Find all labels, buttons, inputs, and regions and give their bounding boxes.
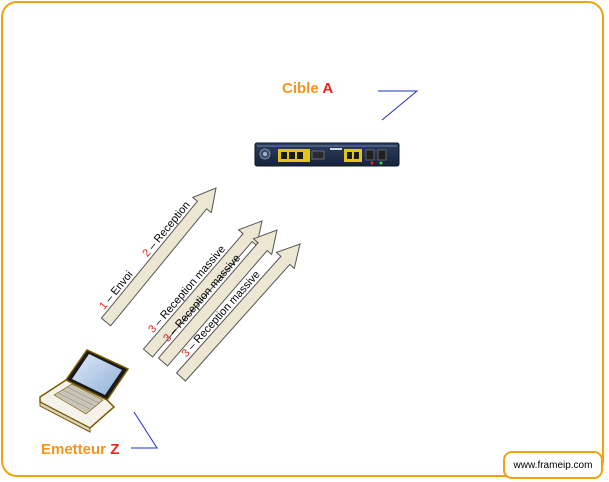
arrow-shape xyxy=(100,187,217,327)
target-label-letter: A xyxy=(322,80,334,97)
website-link[interactable]: www.frameip.com xyxy=(513,459,593,471)
target-label-name: Cible xyxy=(282,80,319,97)
arrow-shape xyxy=(142,220,263,358)
arrow-shape xyxy=(157,229,278,367)
network-device-icon xyxy=(254,142,400,167)
sender-label-name: Emetteur xyxy=(41,441,107,458)
sender-label-letter: Z xyxy=(110,441,120,458)
diagram-frame xyxy=(1,1,604,477)
target-callout-line xyxy=(378,90,419,121)
laptop-icon xyxy=(39,349,130,433)
target-label: Cible A xyxy=(282,80,333,97)
sender-callout-line xyxy=(131,411,158,449)
website-badge[interactable]: www.frameip.com xyxy=(503,451,603,479)
sender-label: Emetteur Z xyxy=(41,441,119,458)
arrow-shape xyxy=(175,243,301,382)
